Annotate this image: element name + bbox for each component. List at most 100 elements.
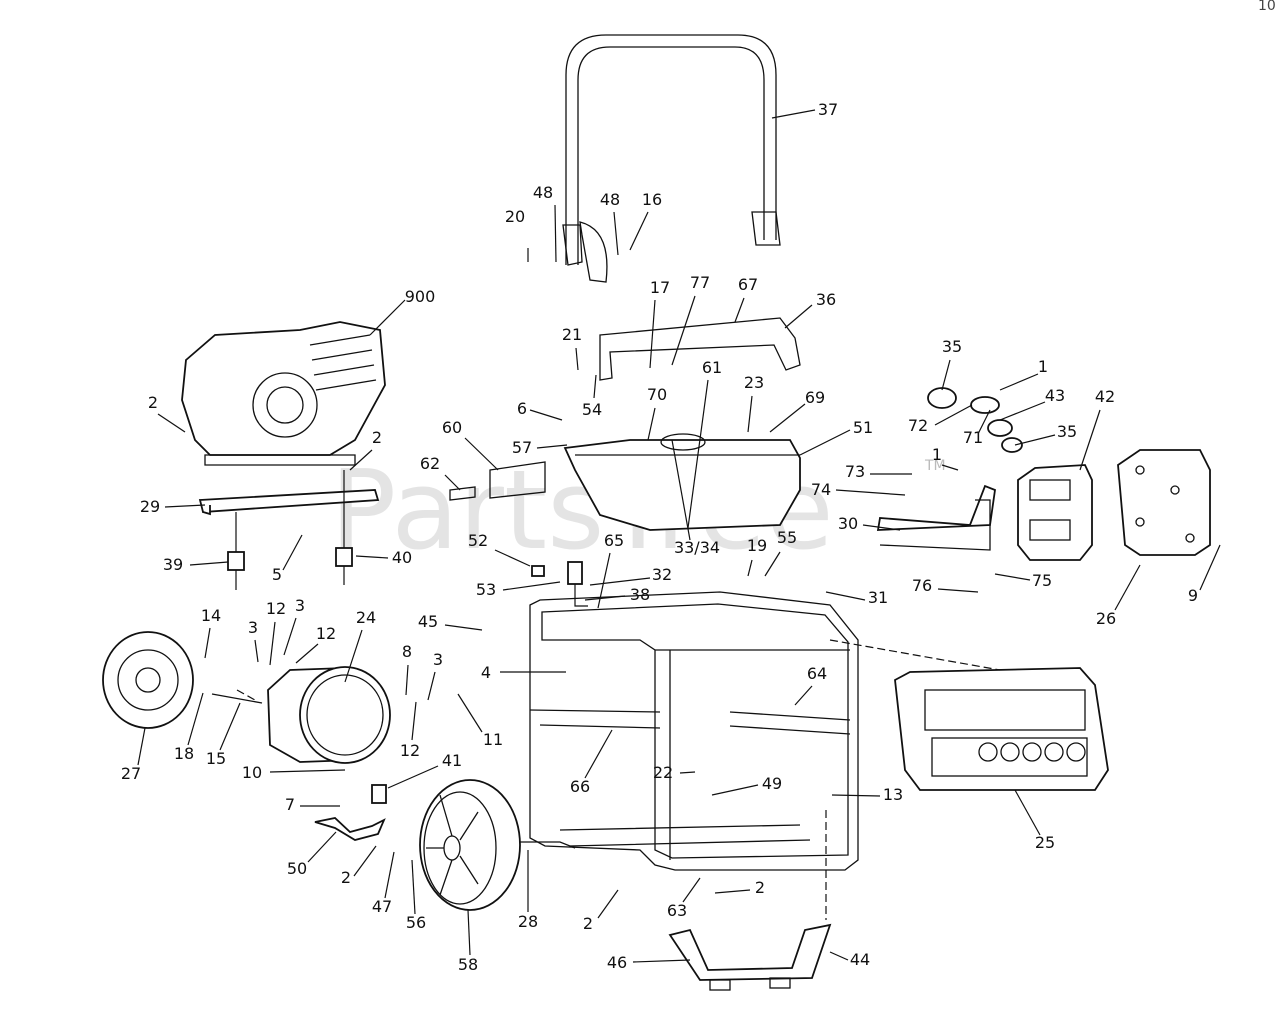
- part-label-43: 43: [1045, 386, 1065, 405]
- part-label-77: 77: [690, 273, 710, 292]
- alternator-drawing: [267, 666, 391, 764]
- part-label-1: 1: [932, 445, 942, 464]
- end-cover-drawing: [102, 631, 194, 729]
- leader-line-24: [344, 629, 363, 683]
- part-label-8: 8: [402, 642, 412, 661]
- leader-line-18: [187, 692, 204, 746]
- part-label-70: 70: [647, 385, 667, 404]
- part-label-11: 11: [483, 730, 503, 749]
- part-label-73: 73: [845, 462, 865, 481]
- part-label-24: 24: [356, 608, 376, 627]
- leader-line-76: [937, 588, 979, 593]
- leader-line-33-34: [671, 439, 691, 541]
- leader-line-1: [941, 464, 959, 471]
- leader-line-52: [494, 549, 531, 567]
- part-label-55: 55: [777, 528, 797, 547]
- part-label-76: 76: [912, 576, 932, 595]
- watermark-tm: TM: [924, 458, 946, 474]
- leader-line-46: [632, 959, 691, 963]
- wheel-drawing: [419, 779, 521, 911]
- leader-line-6: [529, 409, 563, 421]
- leader-line-62: [444, 474, 461, 491]
- part-label-60: 60: [442, 418, 462, 437]
- part-label-15: 15: [206, 749, 226, 768]
- part-label-49: 49: [762, 774, 782, 793]
- foot-mount-drawing: [314, 784, 387, 841]
- leader-line-5: [282, 534, 303, 571]
- leader-line-42: [1079, 409, 1101, 471]
- fuel-tank-drawing: [563, 433, 801, 531]
- leader-line-49: [711, 784, 759, 796]
- leader-line-2: [157, 413, 186, 433]
- part-label-2: 2: [341, 868, 351, 887]
- leader-line-56: [411, 859, 416, 915]
- part-label-32: 32: [652, 565, 672, 584]
- leader-line-67: [734, 297, 745, 323]
- leader-line-64: [794, 685, 813, 706]
- leader-line-71: [977, 409, 991, 435]
- leader-line-50: [307, 831, 337, 863]
- part-label-28: 28: [518, 912, 538, 931]
- leader-line-48: [613, 211, 619, 256]
- part-label-31: 31: [868, 588, 888, 607]
- leader-line-48: [554, 204, 557, 263]
- leader-line-38: [584, 595, 626, 601]
- part-label-5: 5: [272, 565, 282, 584]
- part-label-12: 12: [316, 624, 336, 643]
- part-label-62: 62: [420, 454, 440, 473]
- leader-line-35: [1014, 434, 1056, 446]
- leader-lines: [137, 109, 1221, 963]
- leader-line-44: [829, 951, 849, 961]
- part-label-72: 72: [908, 416, 928, 435]
- leader-line-2: [349, 449, 373, 471]
- leader-line-11: [457, 693, 483, 733]
- page-number: 10: [1258, 0, 1276, 14]
- part-label-54: 54: [582, 400, 602, 419]
- leader-line-40: [355, 555, 389, 559]
- leader-line-31: [825, 591, 866, 601]
- engine-drawing: [181, 321, 386, 466]
- part-label-19: 19: [747, 536, 767, 555]
- part-label-50: 50: [287, 859, 307, 878]
- part-label-2: 2: [755, 878, 765, 897]
- part-label-3: 3: [295, 596, 305, 615]
- gaskets-drawing: [927, 387, 1023, 453]
- leader-line-22: [679, 771, 696, 774]
- leader-line-39: [189, 561, 229, 566]
- leader-line-70: [647, 407, 656, 441]
- part-label-75: 75: [1032, 571, 1052, 590]
- part-label-12: 12: [400, 741, 420, 760]
- leader-line-75: [994, 573, 1031, 581]
- part-label-48: 48: [600, 190, 620, 209]
- part-label-21: 21: [562, 325, 582, 344]
- leader-line-13: [831, 794, 881, 797]
- leader-line-55: [764, 551, 781, 577]
- leader-line-19: [747, 559, 753, 577]
- leader-line-63: [682, 877, 701, 903]
- leader-line-66: [584, 729, 613, 779]
- part-label-51: 51: [853, 418, 873, 437]
- part-label-37: 37: [818, 100, 838, 119]
- leader-line-2: [714, 889, 751, 894]
- leader-line-41: [387, 765, 439, 789]
- leader-line-21: [575, 347, 579, 371]
- leader-line-10: [269, 769, 346, 773]
- muffler-drawing: [1017, 464, 1093, 561]
- part-label-10: 10: [242, 763, 262, 782]
- mounts-drawing: [227, 470, 353, 590]
- part-label-9: 9: [1188, 586, 1198, 605]
- part-label-40: 40: [392, 548, 412, 567]
- leader-line-35: [941, 359, 951, 391]
- part-label-67: 67: [738, 275, 758, 294]
- leader-line-12: [295, 643, 319, 664]
- base-plate-drawing: [198, 489, 380, 516]
- part-label-23: 23: [744, 373, 764, 392]
- part-label-29: 29: [140, 497, 160, 516]
- decals-drawing: [449, 461, 546, 501]
- leader-line-61: [687, 379, 709, 529]
- part-label-47: 47: [372, 897, 392, 916]
- part-label-12: 12: [266, 599, 286, 618]
- leader-line-27: [137, 727, 146, 766]
- leader-line-77: [671, 295, 696, 366]
